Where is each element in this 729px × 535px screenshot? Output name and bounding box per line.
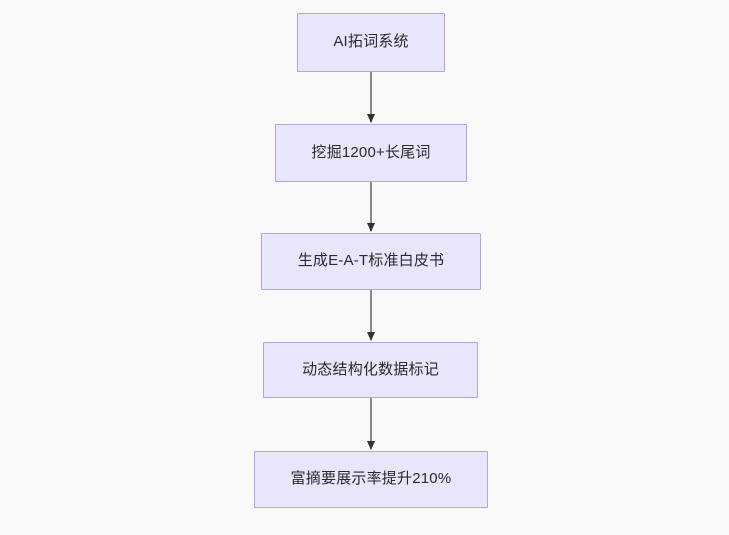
flow-node-generate-eat-whitepaper[interactable]: 生成E-A-T标准白皮书 <box>261 233 481 290</box>
flow-node-ai-keyword-system[interactable]: AI拓词系统 <box>297 13 445 72</box>
flow-node-label: AI拓词系统 <box>333 33 409 51</box>
flow-node-label: 动态结构化数据标记 <box>302 360 439 378</box>
flow-node-rich-snippet-rate-increase[interactable]: 富摘要展示率提升210% <box>254 451 488 508</box>
flow-node-dynamic-structured-data-markup[interactable]: 动态结构化数据标记 <box>263 342 478 398</box>
flow-node-label: 生成E-A-T标准白皮书 <box>297 252 445 270</box>
flow-node-label: 富摘要展示率提升210% <box>290 470 452 488</box>
flow-node-label: 挖掘1200+长尾词 <box>311 143 431 161</box>
flow-node-mine-longtail-keywords[interactable]: 挖掘1200+长尾词 <box>275 124 467 182</box>
